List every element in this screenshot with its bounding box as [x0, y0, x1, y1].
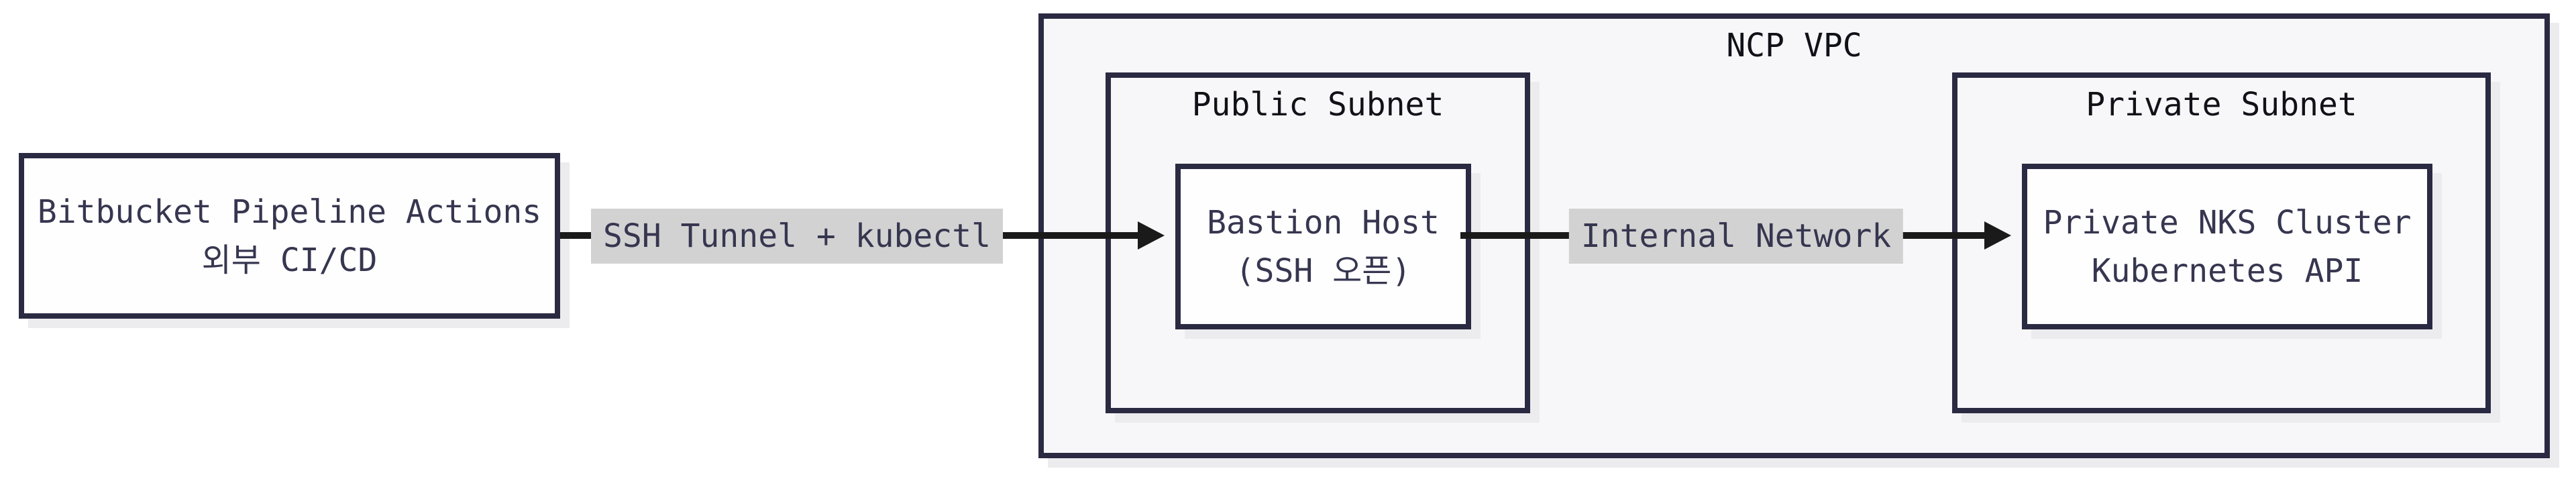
node-bastion-line1: Bastion Host: [1207, 203, 1440, 242]
edge-label-internal-network: Internal Network: [1568, 209, 1904, 264]
cluster-private-subnet: Private Subnet Private NKS Cluster Kuber…: [1952, 72, 2491, 413]
cluster-ncp-vpc-label: NCP VPC: [1726, 27, 1862, 64]
node-nks-line1: Private NKS Cluster: [2043, 203, 2412, 242]
node-nks-line2: Kubernetes API: [2091, 252, 2363, 290]
node-bitbucket-line2: 외부 CI/CD: [201, 241, 378, 279]
node-bitbucket-line1: Bitbucket Pipeline Actions: [37, 193, 542, 231]
cluster-public-subnet-label: Public Subnet: [1191, 86, 1444, 123]
arrowhead-icon: [1138, 221, 1165, 250]
cluster-public-subnet: Public Subnet Bastion Host (SSH 오픈): [1106, 72, 1530, 413]
node-bitbucket-pipeline: Bitbucket Pipeline Actions 외부 CI/CD: [19, 153, 560, 319]
cluster-private-subnet-label: Private Subnet: [2086, 86, 2357, 123]
node-bastion-line2: (SSH 오픈): [1235, 252, 1411, 290]
node-bastion-host: Bastion Host (SSH 오픈): [1175, 164, 1471, 329]
cluster-ncp-vpc: NCP VPC Public Subnet Bastion Host (SSH …: [1038, 13, 2550, 458]
edge-label-ssh-tunnel: SSH Tunnel + kubectl: [591, 209, 1003, 264]
node-private-nks-cluster: Private NKS Cluster Kubernetes API: [2022, 164, 2432, 329]
arrowhead-icon: [1984, 221, 2011, 250]
